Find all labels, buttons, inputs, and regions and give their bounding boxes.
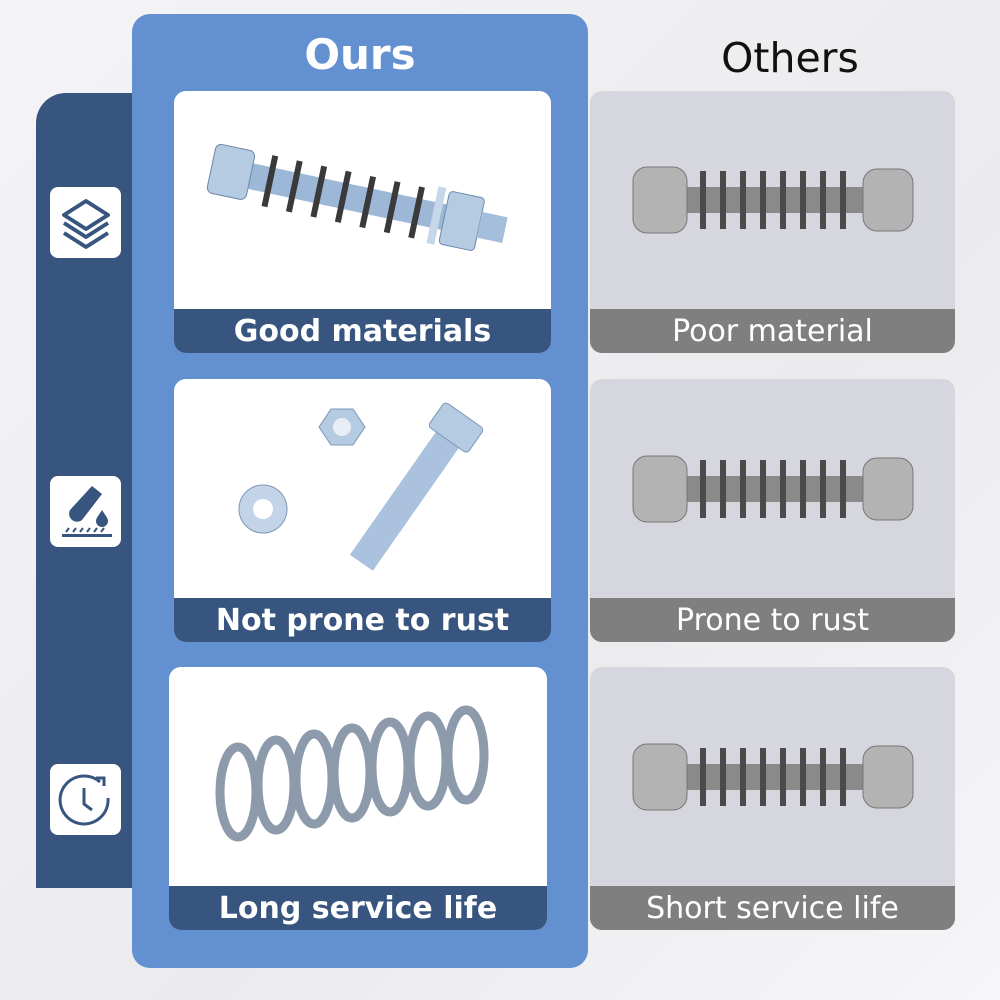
ours-card-life: Long service life — [169, 667, 547, 930]
ours-label: Long service life — [169, 886, 547, 930]
ours-card-rust: Not prone to rust — [174, 379, 551, 642]
spring-image — [169, 667, 547, 886]
poor-bolt-image — [590, 379, 955, 598]
others-card-rust: Prone to rust — [590, 379, 955, 642]
poor-bolt-image — [590, 667, 955, 886]
layers-icon — [50, 187, 121, 258]
others-label: Short service life — [590, 886, 955, 930]
bolt-spring-image — [174, 91, 551, 309]
others-label: Prone to rust — [590, 598, 955, 642]
others-card-materials: Poor material — [590, 91, 955, 353]
ours-label: Not prone to rust — [174, 598, 551, 642]
poor-bolt-image — [590, 91, 955, 309]
ours-label: Good materials — [174, 309, 551, 353]
clock-refresh-icon — [50, 764, 121, 835]
bolt-nut-washer-image — [174, 379, 551, 598]
ours-card-materials: Good materials — [174, 91, 551, 353]
ours-title: Ours — [304, 30, 416, 79]
others-title: Others — [721, 34, 859, 82]
others-label: Poor material — [590, 309, 955, 353]
others-card-life: Short service life — [590, 667, 955, 930]
corrosion-test-icon — [50, 476, 121, 547]
